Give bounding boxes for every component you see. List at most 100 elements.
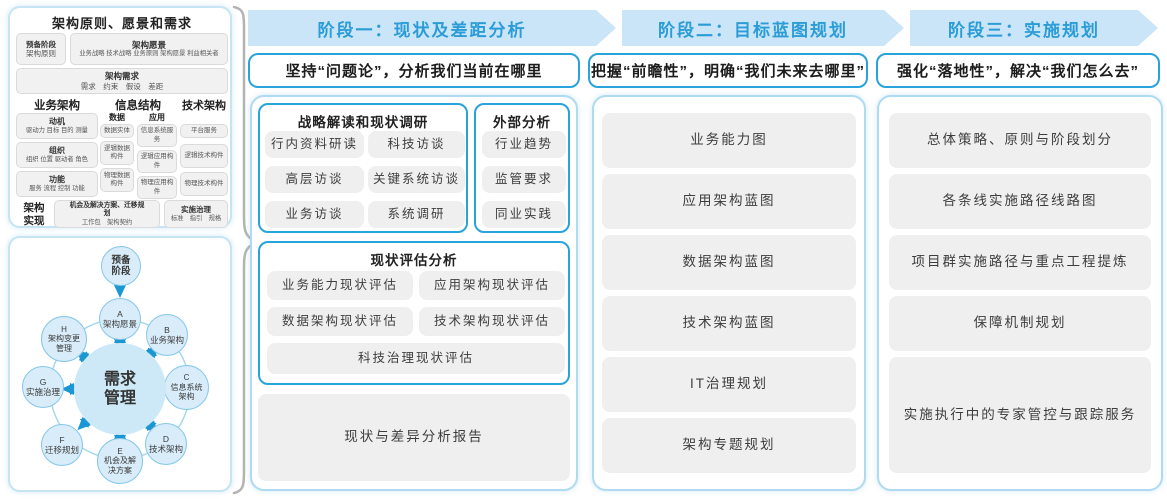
- requirements-chip: 架构需求 需求 约束 假设 差距: [16, 68, 228, 94]
- adm-node-e: E 机会及解决方案: [97, 438, 143, 484]
- biz-function-sub: 服务 流程 控制 功能: [29, 185, 85, 193]
- adm-node-a: A 架构愿景: [99, 298, 141, 340]
- requirements-sub: 需求 约束 假设 差距: [80, 81, 164, 91]
- assessment-item: 业务能力现状评估: [267, 271, 413, 300]
- phase-3-item: 项目群实施路径与重点工程提炼: [889, 235, 1151, 290]
- adm-node-f-letter: F: [59, 434, 65, 445]
- logical-app-chip: 逻辑应用构件: [137, 150, 177, 173]
- phase-2-item: 应用架构蓝图: [602, 174, 856, 229]
- biz-motivation-chip: 动机 驱动力 目标 目的 测量: [16, 113, 98, 139]
- platform-service-chip: 平台服务: [180, 124, 228, 138]
- external-analysis-panel: 外部分析 行业趋势 监管要求 同业实践: [474, 103, 570, 233]
- adm-node-d: D 技术架构: [145, 423, 187, 465]
- phase-1-band: 阶段一：现状及差距分析: [248, 10, 616, 46]
- external-item: 行业趋势: [482, 131, 566, 158]
- principles-panel: 架构原则、愿景和需求 预备阶段 架构原则 架构愿景 业务战略 技术战略 业务原则…: [8, 6, 232, 228]
- strategy-item: 高层访谈: [265, 166, 364, 193]
- adm-center-circle: 需求 管理: [74, 343, 166, 435]
- biz-motivation-sub: 驱动力 目标 目的 测量: [26, 127, 88, 135]
- phase-3-item: 保障机制规划: [889, 296, 1151, 351]
- strategy-item: 业务访谈: [265, 201, 364, 228]
- vision-title: 架构愿景: [131, 39, 166, 50]
- phase-3-item: 各条线实施路径线路图: [889, 174, 1151, 229]
- strategy-item: 关键系统访谈: [368, 166, 465, 193]
- adm-node-e-name: 机会及解决方案: [104, 456, 136, 475]
- tech-arch-title: 技术架构: [182, 100, 226, 112]
- physical-app-chip: 物理应用构件: [137, 176, 177, 199]
- strategy-item: 系统调研: [368, 201, 465, 228]
- assessment-item: 数据架构现状评估: [267, 307, 413, 336]
- data-col-title: 数据: [109, 113, 125, 122]
- phase-2-item: 架构专题规划: [602, 418, 856, 473]
- vision-sub: 业务战略 技术战略 业务原则 架构愿景 利益相关者: [79, 50, 219, 58]
- phase-2-item: 技术架构蓝图: [602, 296, 856, 351]
- adm-prep-line1: 预备: [111, 254, 131, 266]
- adm-node-a-letter: A: [117, 308, 123, 319]
- arch-realization-line2: 实现: [23, 214, 45, 227]
- info-system-service-chip: 信息系统服务: [137, 124, 177, 147]
- phase-3-slogan: 强化“落地性”，解决“我们怎么去”: [876, 53, 1160, 88]
- physical-tech-chip: 物理技术构件: [180, 172, 228, 196]
- strategy-research-panel: 战略解读和现状调研 行内资料研读 科技访谈 高层访谈 关键系统访谈 业务访谈 系…: [258, 103, 468, 233]
- logical-data-chip: 逻辑数据构件: [100, 141, 134, 165]
- adm-node-g-letter: G: [39, 376, 47, 387]
- phase-2-item: 数据架构蓝图: [602, 235, 856, 290]
- adm-node-c: C 信息系统架构: [164, 365, 209, 410]
- adm-node-f-name: 迁移规划: [44, 445, 79, 455]
- adm-node-f: F 迁移规划: [41, 424, 83, 466]
- biz-motivation-title: 动机: [49, 117, 65, 127]
- assessment-title: 现状评估分析: [370, 253, 458, 268]
- phase-2-item: 业务能力图: [602, 113, 856, 168]
- gap-report-chip: 现状与差异分析报告: [258, 394, 570, 481]
- phase-2-band: 阶段二：目标蓝图规划: [622, 10, 904, 46]
- biz-function-chip: 功能 服务 流程 控制 功能: [16, 171, 98, 197]
- prep-phase-chip: 预备阶段 架构原则: [16, 33, 66, 65]
- prep-phase-line1: 预备阶段: [26, 39, 56, 49]
- adm-node-d-name: 技术架构: [148, 444, 183, 454]
- phase-3-item: 总体策略、原则与阶段划分: [889, 113, 1151, 168]
- adm-node-a-name: 架构愿景: [102, 319, 137, 329]
- biz-organization-sub: 组织 位置 驱动者 角色: [26, 156, 88, 164]
- prep-phase-line2: 架构原则: [26, 49, 56, 58]
- governance-title: 实施治理: [181, 205, 211, 215]
- adm-node-h: H 架构变更管理: [41, 316, 87, 362]
- adm-node-g-name: 实施治理: [25, 387, 60, 397]
- data-entity-chip: 数据实体: [100, 124, 134, 138]
- adm-node-d-letter: D: [162, 433, 170, 444]
- assessment-item: 应用架构现状评估: [419, 271, 565, 300]
- adm-center-line1: 需求: [103, 370, 136, 388]
- biz-organization-chip: 组织 组织 位置 驱动者 角色: [16, 142, 98, 168]
- external-item: 同业实践: [482, 201, 566, 228]
- adm-node-b: B 业务架构: [146, 314, 188, 356]
- strategy-item: 行内资料研读: [265, 131, 364, 158]
- phase-3-item-tall: 实施执行中的专家管控与跟踪服务: [889, 357, 1151, 473]
- adm-prep-line2: 阶段: [111, 266, 131, 277]
- biz-function-title: 功能: [49, 175, 65, 185]
- arch-realization-line1: 架构: [23, 202, 45, 214]
- opportunities-sub: 工作包 架构契约: [81, 218, 133, 226]
- arch-realization-label: 架构 实现: [16, 202, 52, 227]
- external-analysis-title: 外部分析: [493, 115, 551, 130]
- adm-node-c-name: 信息系统架构: [170, 382, 203, 402]
- adm-node-e-letter: E: [117, 446, 123, 456]
- requirements-title: 架构需求: [104, 71, 139, 81]
- adm-node-b-letter: B: [164, 324, 170, 335]
- opportunities-title: 机会及解决方案、迁移规划: [69, 201, 145, 218]
- external-item: 监管要求: [482, 166, 566, 193]
- logical-tech-chip: 逻辑技术构件: [180, 144, 228, 168]
- adm-node-g: G 实施治理: [22, 366, 64, 408]
- phase-2-item: IT治理规划: [602, 357, 856, 412]
- adm-cycle-panel: 预备 阶段 A 架构愿景 B 业务架构 C 信息系统架构 D 技术架构 E 机会…: [8, 236, 232, 492]
- assessment-full-item: 科技治理现状评估: [267, 343, 565, 374]
- adm-node-b-name: 业务架构: [149, 335, 184, 345]
- adm-node-h-letter: H: [61, 324, 67, 334]
- info-structure-title: 信息结构: [115, 100, 161, 112]
- assessment-panel: 现状评估分析 业务能力现状评估 应用架构现状评估 数据架构现状评估 技术架构现状…: [258, 241, 570, 385]
- implementation-governance-chip: 实施治理 标准 指引 规格: [164, 200, 228, 228]
- adm-node-c-letter: C: [183, 373, 190, 383]
- opportunities-migration-chip: 机会及解决方案、迁移规划 工作包 架构契约: [54, 200, 160, 228]
- phase-3-band: 阶段三：实施规划: [910, 10, 1158, 46]
- adm-prep-circle: 预备 阶段: [101, 246, 141, 286]
- biz-organization-title: 组织: [49, 146, 65, 156]
